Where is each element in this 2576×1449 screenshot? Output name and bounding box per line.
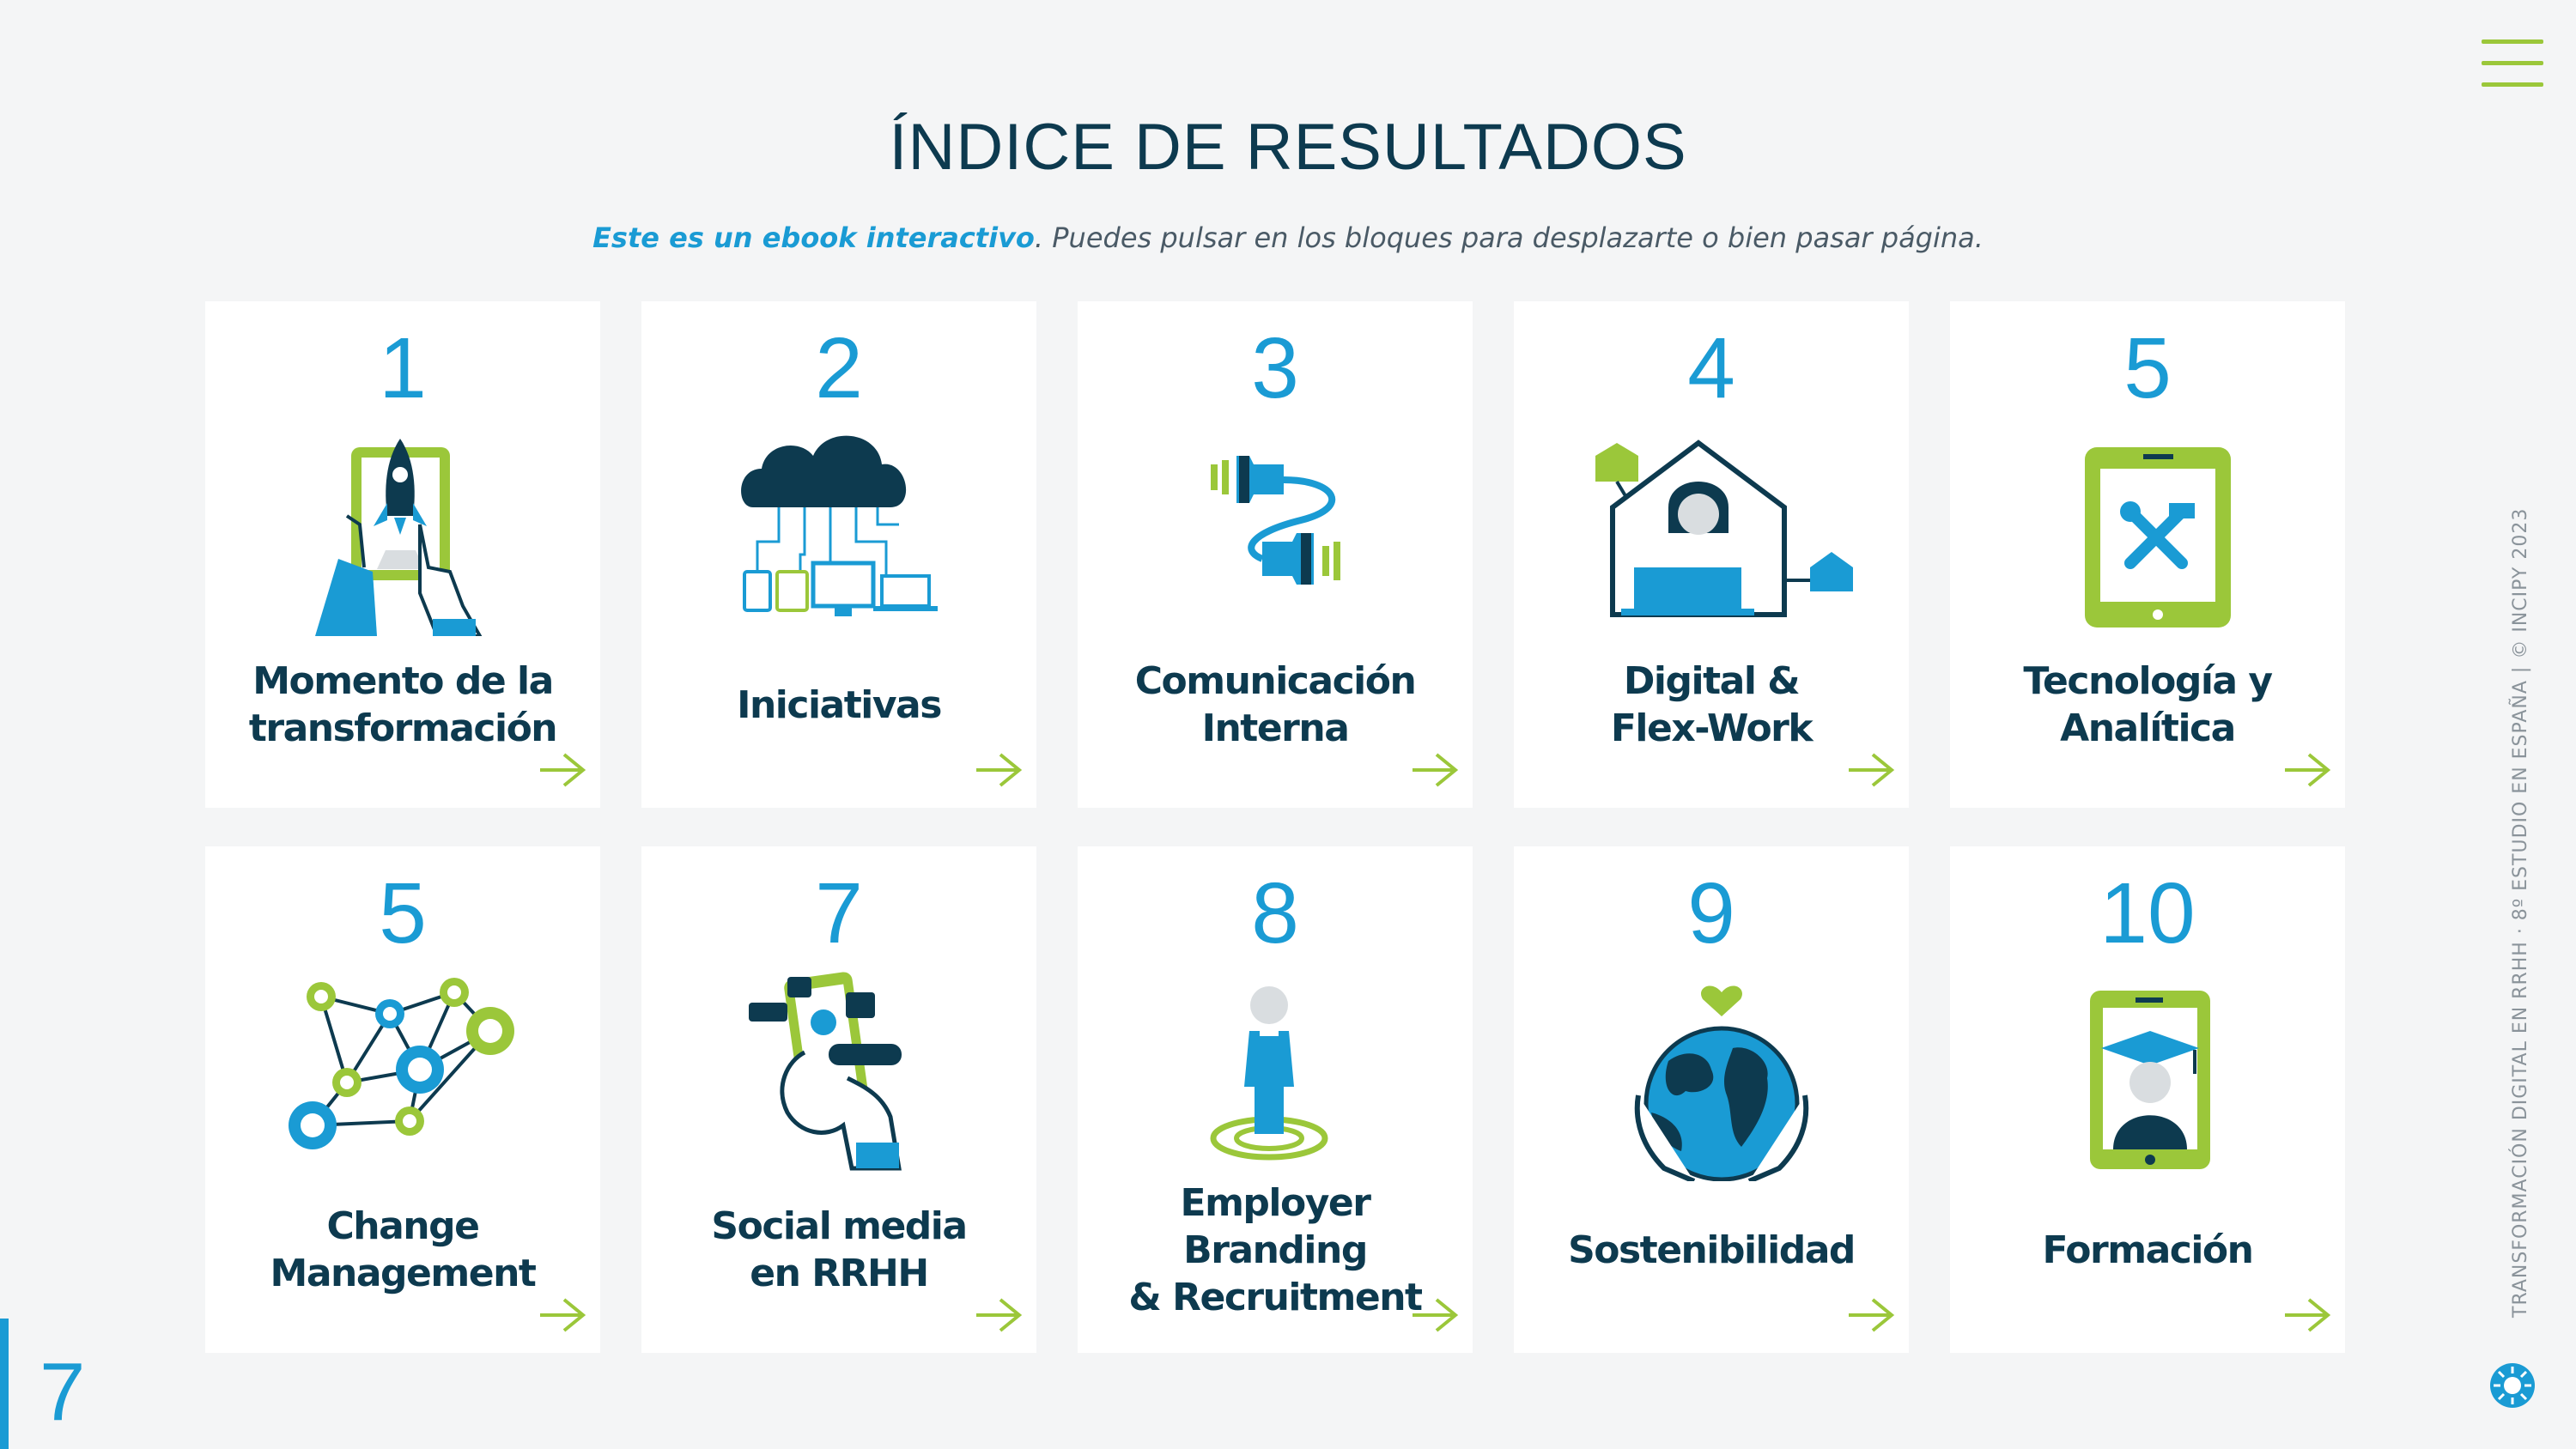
card-label: Employer Branding & Recruitment [1128, 1180, 1423, 1319]
card-label: Tecnología y Analítica [2023, 659, 2273, 750]
arrow-right-icon[interactable] [973, 1294, 1024, 1336]
page-number: 7 [39, 1346, 86, 1438]
card-number: 4 [1687, 320, 1735, 416]
subtitle-rest: . Puedes pulsar en los bloques para desp… [1034, 221, 1984, 254]
arrow-right-icon[interactable] [1845, 749, 1897, 791]
subtitle-highlight: Este es un ebook interactivo [592, 221, 1035, 254]
home-office-icon [1595, 440, 1853, 617]
card-label: Formación [2042, 1228, 2254, 1272]
card-social-media-rrhh[interactable]: 7 Social media en RRHH [641, 846, 1036, 1353]
arrow-right-icon[interactable] [1845, 1294, 1897, 1336]
arrow-right-icon[interactable] [1409, 749, 1461, 791]
card-number: 8 [1251, 865, 1299, 961]
cloud-devices-icon [741, 435, 938, 616]
card-momento-transformacion[interactable]: 1 Momento de la transformación [205, 301, 600, 808]
page-title: ÍNDICE DE RESULTADOS [889, 111, 1687, 184]
card-number: 2 [815, 320, 863, 416]
arrow-right-icon[interactable] [973, 749, 1024, 791]
card-comunicacion-interna[interactable]: 3 Comunicación Interna [1078, 301, 1473, 808]
people-network-icon [289, 978, 514, 1149]
sun-logo-icon [2490, 1363, 2535, 1408]
page-indicator-bar [0, 1319, 9, 1449]
arrow-right-icon[interactable] [537, 1294, 588, 1336]
card-number: 9 [1687, 865, 1735, 961]
card-number: 7 [815, 865, 863, 961]
card-change-management[interactable]: 5 Change Management [205, 846, 600, 1353]
person-target-icon [1210, 986, 1328, 1161]
arrow-right-icon[interactable] [1409, 1294, 1461, 1336]
card-label: Momento de la transformación [248, 659, 558, 750]
card-formacion[interactable]: 10 Formación [1950, 846, 2345, 1353]
card-label: Change Management [270, 1204, 537, 1295]
card-label: Digital & Flex-Work [1610, 659, 1814, 750]
card-sostenibilidad[interactable]: 9 Sostenibilidad [1514, 846, 1909, 1353]
side-footer-text: TRANSFORMACIÓN DIGITAL EN RRHH · 8º ESTU… [2510, 507, 2531, 1318]
hamburger-menu-button[interactable] [2482, 38, 2543, 89]
tablet-graduate-icon [2090, 991, 2210, 1169]
plug-connector-icon [1211, 456, 1340, 585]
card-label: Comunicación Interna [1134, 659, 1417, 750]
rocket-tablet-icon [315, 439, 483, 636]
card-digital-flex-work[interactable]: 4 Digital & Flex-Work [1514, 301, 1909, 808]
arrow-right-icon[interactable] [2281, 1294, 2333, 1336]
arrow-right-icon[interactable] [2281, 749, 2333, 791]
card-label: Social media en RRHH [711, 1204, 968, 1295]
card-employer-branding[interactable]: 8 Employer Branding & Recruitment [1078, 846, 1473, 1353]
card-tecnologia-analitica[interactable]: 5 Tecnología y Analítica [1950, 301, 2345, 808]
card-number: 5 [379, 865, 427, 961]
phone-social-icon [749, 972, 902, 1171]
arrow-right-icon[interactable] [537, 749, 588, 791]
card-number: 5 [2123, 320, 2172, 416]
card-label: Sostenibilidad [1568, 1228, 1856, 1272]
card-iniciativas[interactable]: 2 Iniciativas [641, 301, 1036, 808]
card-number: 3 [1251, 320, 1299, 416]
card-number: 1 [379, 320, 427, 416]
card-number: 10 [2099, 865, 2196, 961]
page-subtitle: Este es un ebook interactivo. Puedes pul… [0, 221, 2576, 254]
globe-hands-icon [1634, 985, 1809, 1181]
tablet-tools-icon [2085, 447, 2231, 627]
card-label: Iniciativas [737, 682, 942, 727]
